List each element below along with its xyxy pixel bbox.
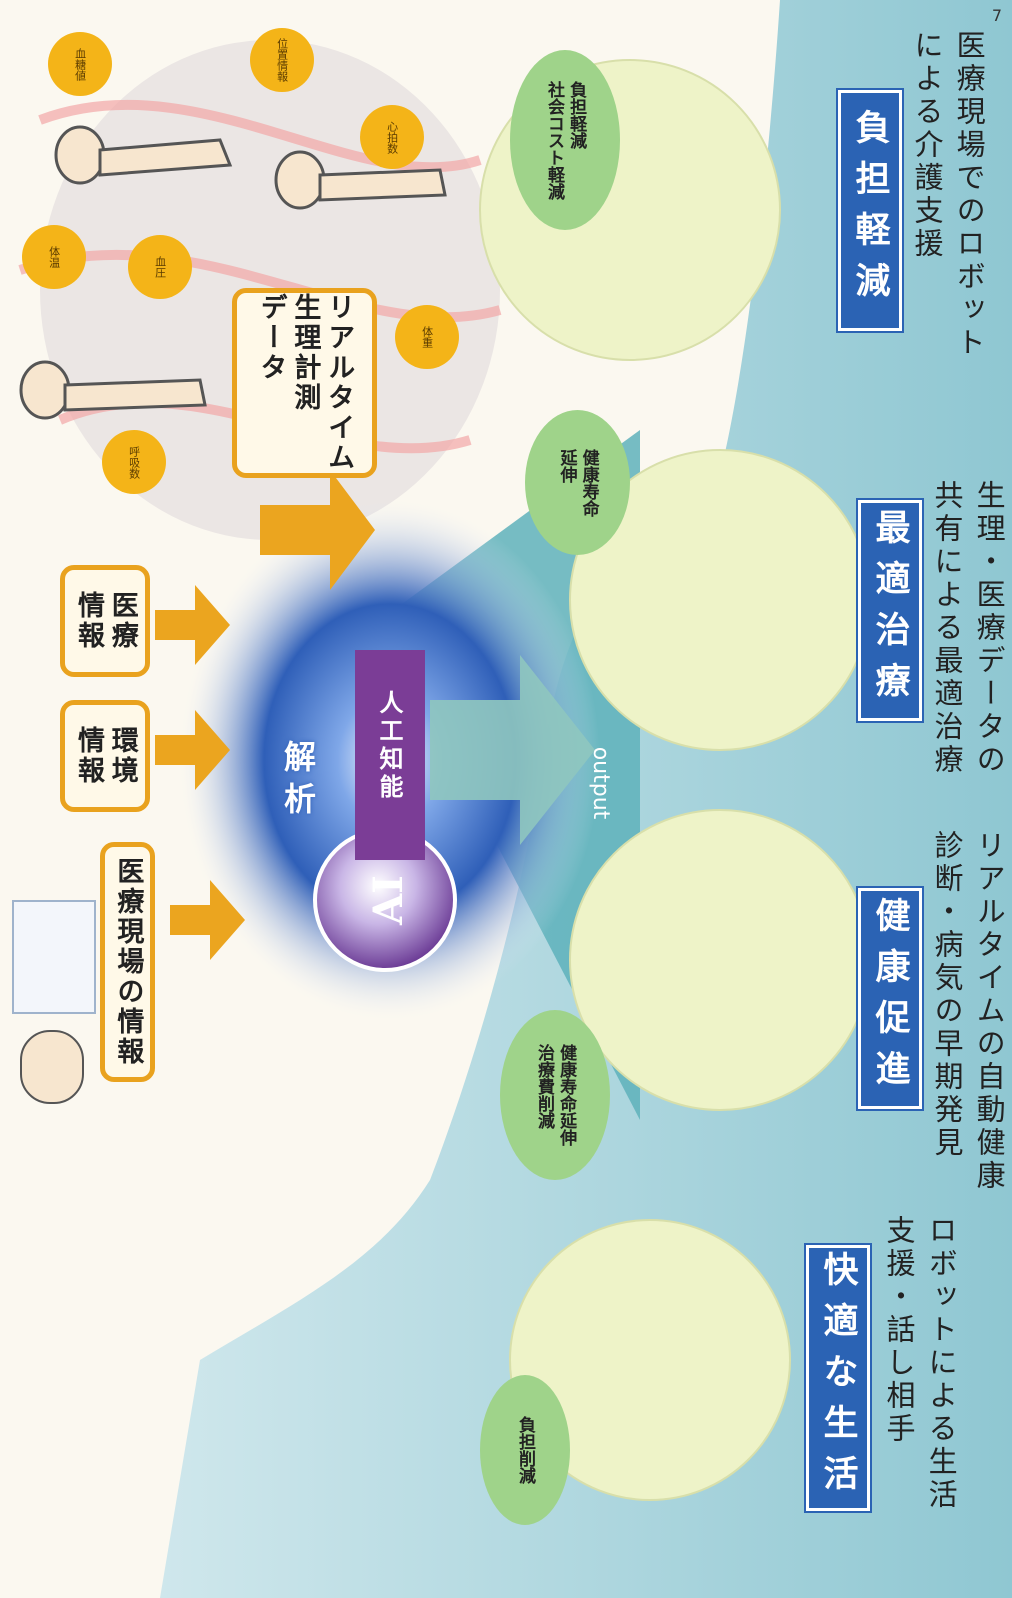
output-label: output	[588, 746, 613, 820]
input-realtime-data: リアルタイム 生理計測 データ	[232, 288, 377, 478]
sensor-heart-rate: 心拍数	[360, 105, 424, 169]
outcome-title-treatment: 最適治療	[858, 500, 922, 721]
bubble-comfort: 負担削減	[480, 1375, 570, 1525]
outcome-desc-treatment: 生理・医療データの 共有による最適治療	[930, 480, 1007, 777]
outcome-title-burden: 負担軽減	[838, 90, 902, 331]
hospital-icon	[12, 900, 96, 1014]
ai-text: AI	[365, 875, 412, 925]
ai-label-text: 人工知能	[375, 690, 403, 802]
input-medical: 医療 情報	[60, 565, 150, 677]
sensor-location: 位置情報	[250, 28, 314, 92]
sensor-blood-pressure: 血圧	[128, 235, 192, 299]
outcome-desc-burden: 医療現場でのロボット による介護支援	[910, 30, 987, 360]
input-arrows	[155, 470, 375, 960]
analysis-label: 解析	[279, 740, 317, 824]
doctor-icon	[20, 1030, 84, 1104]
outcome-desc-comfort: ロボットによる生活 支援・話し相手	[882, 1215, 959, 1512]
sensor-temperature: 体温	[22, 225, 86, 289]
outcome-title-comfort: 快適な生活	[806, 1245, 870, 1511]
output-arrow	[430, 655, 595, 845]
page-number: 7	[991, 6, 1002, 25]
input-environment: 環境 情報	[60, 700, 150, 812]
input-medical-site: 医療現場の情報	[100, 842, 155, 1082]
bubble-health: 健康寿命延伸 治療費削減	[500, 1010, 610, 1180]
bubble-burden: 負担軽減 社会コスト軽減	[510, 50, 620, 230]
sensor-weight: 体重	[395, 305, 459, 369]
sensor-blood-sugar: 血糖値	[48, 32, 112, 96]
person-figures	[19, 125, 447, 420]
outcome-desc-health: リアルタイムの自動健康 診断・病気の早期発見	[930, 830, 1007, 1193]
sensor-respiration: 呼吸数	[102, 430, 166, 494]
ai-label-bar	[355, 650, 425, 860]
bubble-treatment: 健康寿命 延伸	[525, 410, 630, 555]
outcome-title-health: 健康促進	[858, 888, 922, 1109]
